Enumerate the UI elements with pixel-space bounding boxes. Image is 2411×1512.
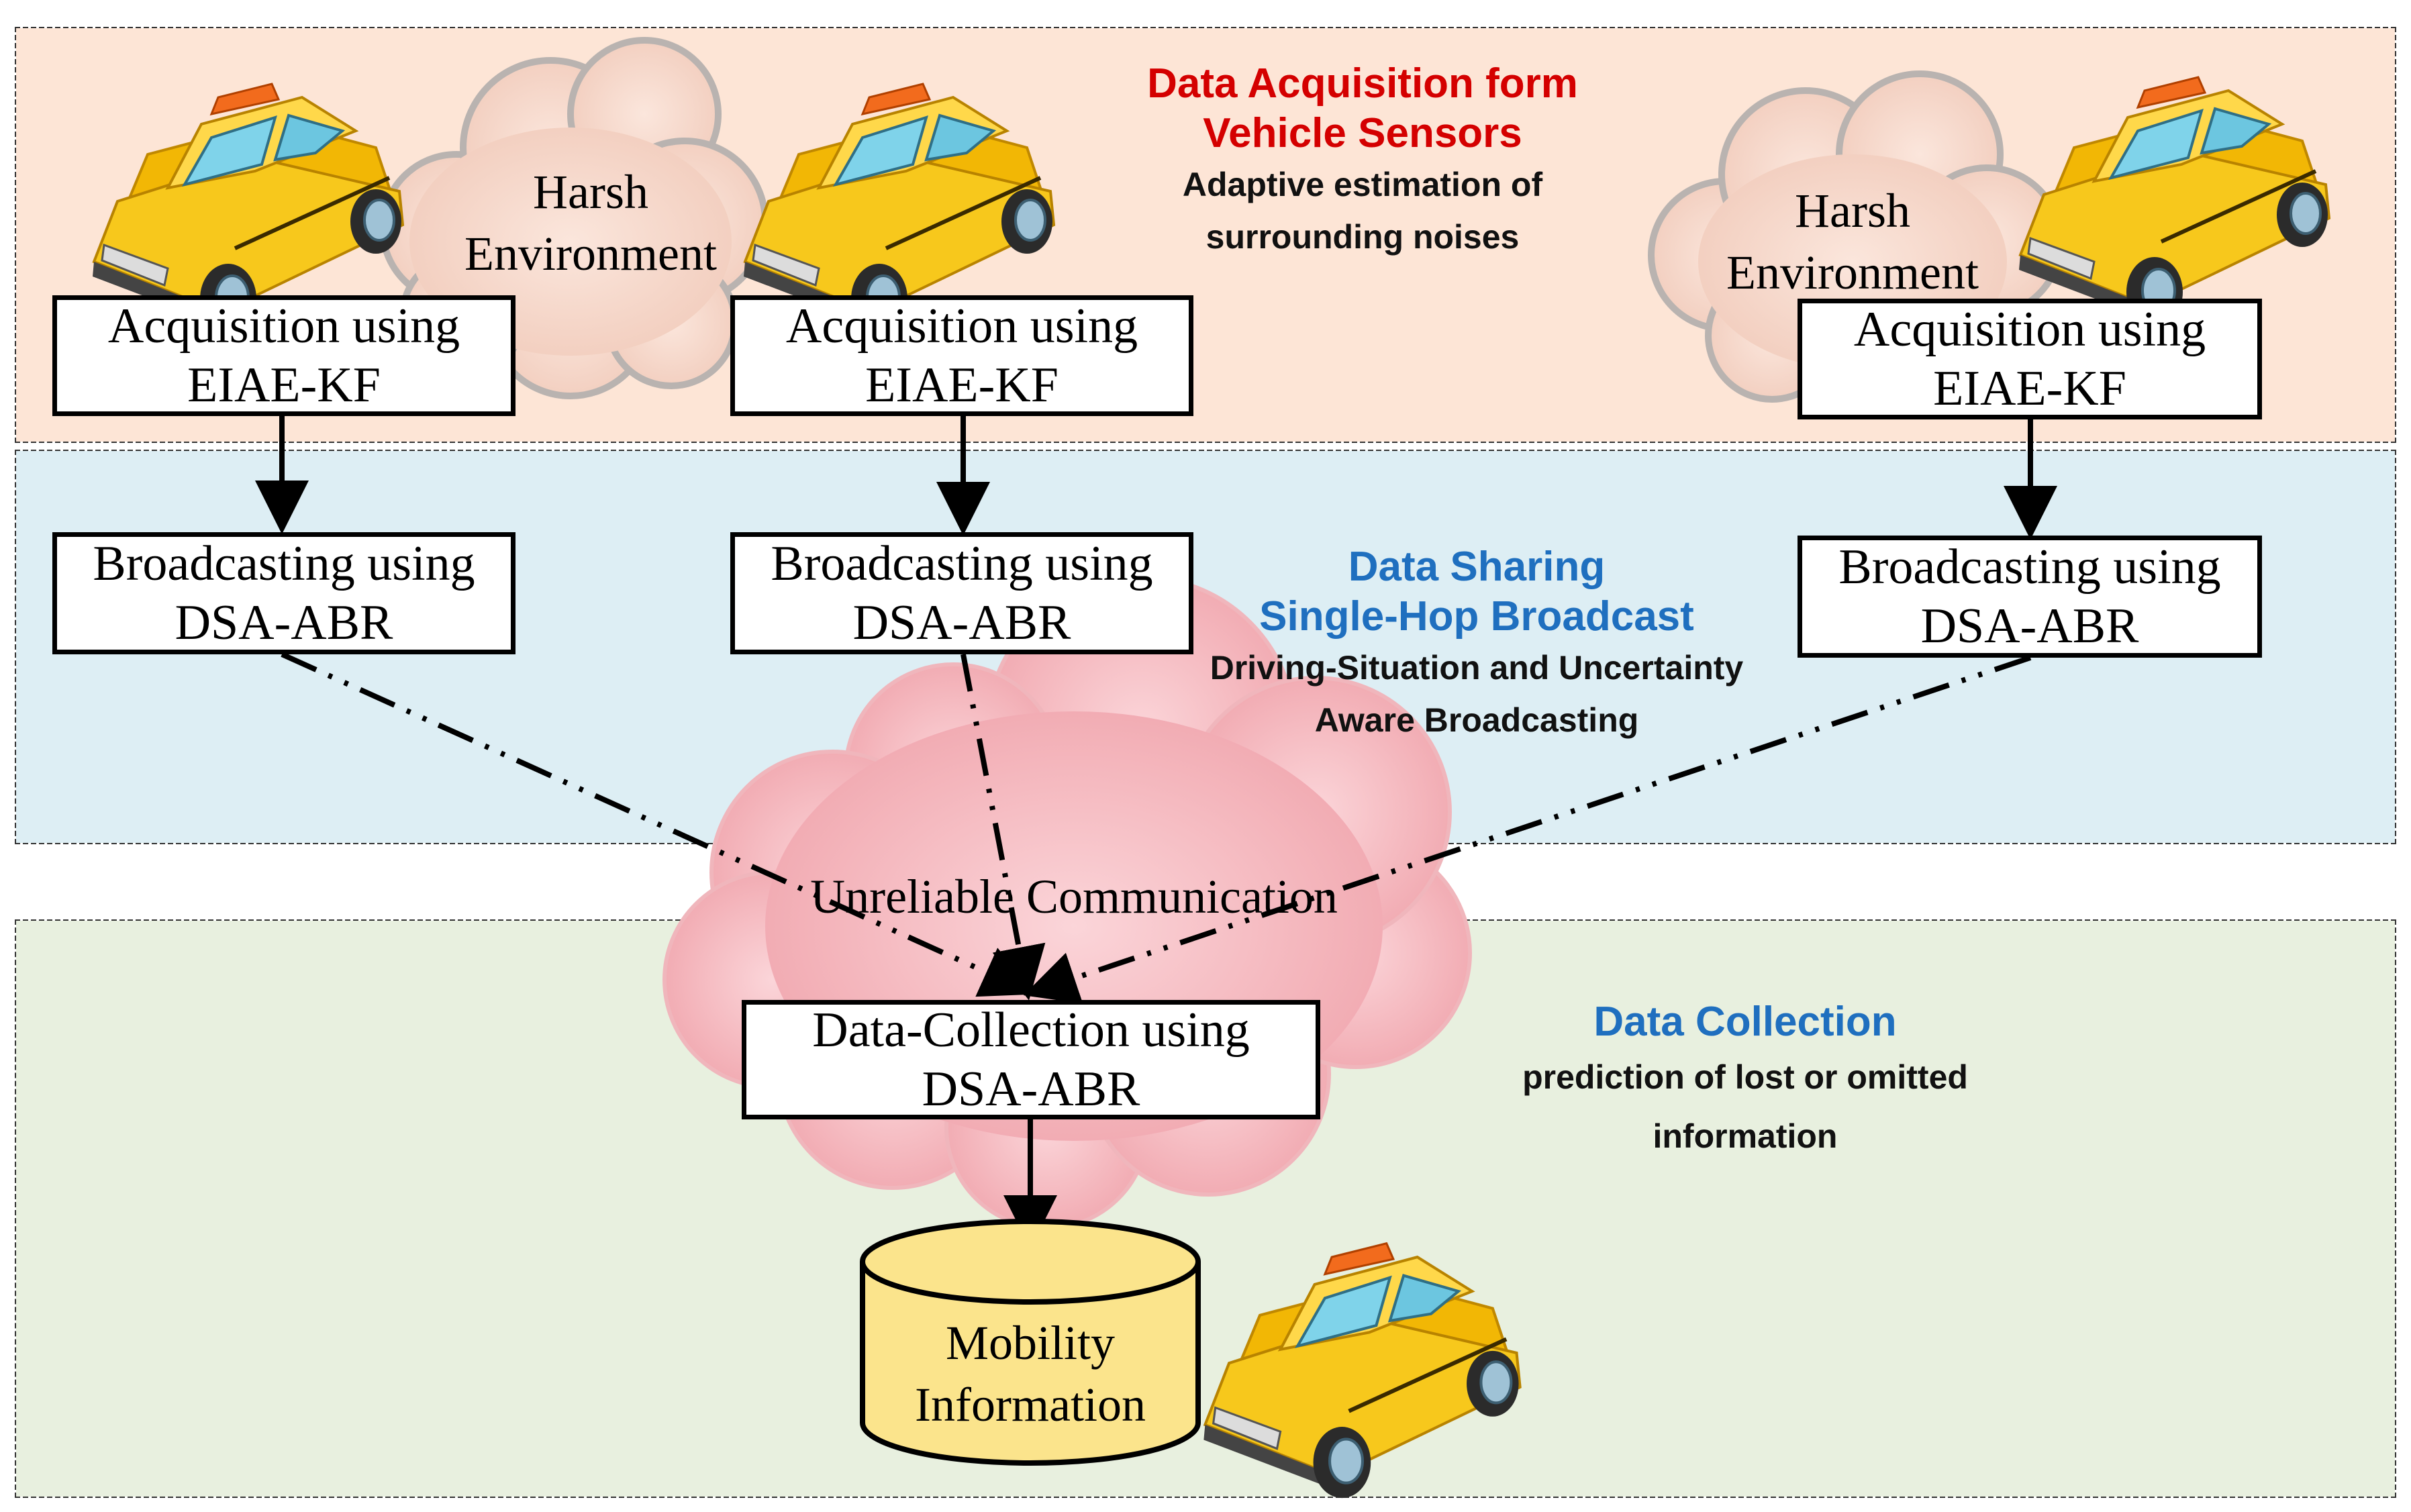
section-title: Data Acquisition form (1147, 60, 1578, 107)
section-subtitle: Driving-Situation and Uncertainty (1210, 649, 1744, 687)
node-label-line: EIAE-KF (187, 358, 381, 413)
section-title: Data Sharing (1348, 544, 1606, 590)
node-label-line: EIAE-KF (865, 358, 1059, 413)
acquisition-node: Acquisition using EIAE-KF (730, 295, 1193, 416)
cloud-label-line: Unreliable Communication (810, 870, 1338, 923)
node-label-line: Acquisition using (785, 299, 1138, 354)
acquisition-section-text: Data Acquisition form Vehicle Sensors Ad… (1101, 59, 1624, 263)
harsh-environment-left-label: Harsh Environment (463, 161, 718, 285)
collection-section-text: Data Collection prediction of lost or om… (1477, 997, 2014, 1162)
acquisition-node: Acquisition using EIAE-KF (1798, 299, 2262, 419)
section-subtitle: information (1653, 1117, 1838, 1155)
node-label-line: Data-Collection using (812, 1003, 1250, 1058)
cloud-label-line: Environment (1726, 246, 1979, 299)
unreliable-communication-label: Unreliable Communication (785, 866, 1363, 927)
broadcasting-node: Broadcasting using DSA-ABR (730, 532, 1193, 654)
acquisition-node: Acquisition using EIAE-KF (52, 295, 515, 416)
section-title: Data Collection (1593, 999, 1897, 1045)
sharing-section-text: Data Sharing Single-Hop Broadcast Drivin… (1168, 542, 1785, 746)
cloud-label-line: Harsh (533, 165, 648, 219)
mobility-information-label: Mobility Information (869, 1312, 1191, 1435)
broadcast-link (961, 654, 1046, 1001)
data-collection-node: Data-Collection using DSA-ABR (742, 1000, 1320, 1119)
node-label-line: Acquisition using (1853, 302, 2206, 357)
cloud-icon (1648, 70, 2064, 413)
section-subtitle: surrounding noises (1206, 218, 1520, 256)
database-icon (860, 1219, 1201, 1466)
broadcasting-node: Broadcasting using DSA-ABR (1798, 536, 2262, 658)
section-title: Vehicle Sensors (1203, 110, 1522, 156)
node-label-line: EIAE-KF (1933, 361, 2126, 416)
section-subtitle: prediction of lost or omitted (1522, 1058, 1968, 1096)
node-label-line: DSA-ABR (922, 1062, 1140, 1117)
node-label-line: DSA-ABR (175, 595, 393, 650)
node-label-line: Broadcasting using (93, 536, 475, 591)
cloud-icon (379, 37, 769, 399)
broadcast-link (1023, 655, 2032, 1004)
node-label-line: Broadcasting using (1838, 540, 2221, 595)
harsh-environment-right-label: Harsh Environment (1725, 180, 1980, 303)
node-label-line: Broadcasting using (771, 536, 1153, 591)
cloud-label-line: Harsh (1795, 184, 1910, 238)
section-title: Single-Hop Broadcast (1259, 593, 1694, 640)
node-label-line: DSA-ABR (1920, 599, 2139, 654)
node-label-line: Acquisition using (107, 299, 460, 354)
database-label-line: Information (915, 1378, 1146, 1431)
section-subtitle: Aware Broadcasting (1314, 701, 1639, 739)
cloud-label-line: Environment (464, 227, 717, 281)
database-label-line: Mobility (945, 1316, 1116, 1370)
node-label-line: DSA-ABR (852, 595, 1071, 650)
broadcasting-node: Broadcasting using DSA-ABR (52, 532, 515, 654)
section-subtitle: Adaptive estimation of (1182, 166, 1543, 203)
